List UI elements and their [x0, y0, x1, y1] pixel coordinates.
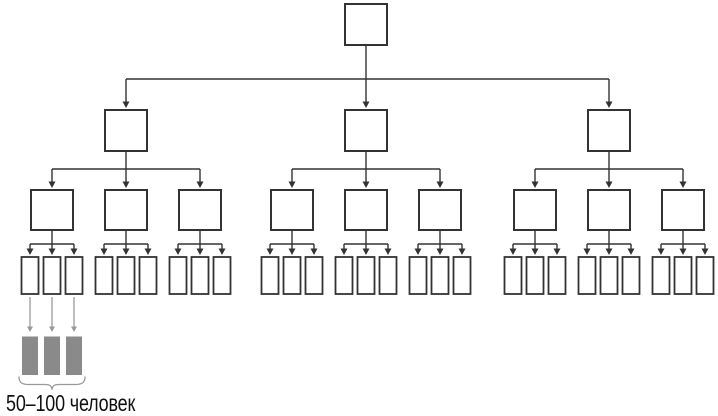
unit-box-level-4	[525, 256, 545, 295]
unit-box-level-4	[94, 256, 114, 295]
unit-box-level-3	[270, 189, 314, 231]
arrowhead-down	[362, 101, 370, 108]
arrowhead-down	[362, 248, 370, 255]
brace	[18, 376, 86, 390]
unit-box-level-4	[695, 256, 715, 295]
unit-box-level-4	[64, 256, 84, 295]
arrowhead-down	[174, 248, 182, 255]
arrowhead-down	[605, 248, 613, 255]
arrowhead-down	[218, 248, 226, 255]
unit-box-level-4	[430, 256, 450, 295]
arrowhead-down	[458, 248, 466, 255]
arrowhead-down	[553, 248, 561, 255]
arrowhead-down	[288, 248, 296, 255]
arrowhead-down	[26, 248, 34, 255]
arrowhead-down	[436, 181, 444, 188]
unit-box-level-3	[661, 189, 705, 231]
unit-box-level-4	[138, 256, 158, 295]
arrowhead-down	[122, 101, 130, 108]
arrowhead-down	[583, 248, 591, 255]
group-size-label: 50–100 человек	[6, 390, 136, 416]
unit-box-level-4	[334, 256, 354, 295]
unit-box-level-4	[42, 256, 62, 295]
arrowhead-down	[122, 248, 130, 255]
arrowhead-down	[266, 248, 274, 255]
unit-box-level-4	[577, 256, 597, 295]
arrowhead-down	[340, 248, 348, 255]
arrowhead-down	[362, 181, 370, 188]
unit-box-level-4	[452, 256, 472, 295]
unit-box-level-4	[503, 256, 523, 295]
arrowhead-down	[414, 248, 422, 255]
unit-box-level-3	[587, 189, 631, 231]
highlighted-group-box	[44, 336, 60, 375]
unit-box-level-4	[621, 256, 641, 295]
arrowhead-down	[288, 181, 296, 188]
unit-box-level-4	[260, 256, 280, 295]
highlighted-group-box	[22, 336, 38, 375]
unit-box-level-3	[344, 189, 388, 231]
zoom-arrowhead-down	[27, 326, 33, 332]
unit-box-level-4	[408, 256, 428, 295]
arrowhead-down	[679, 181, 687, 188]
arrowhead-down	[627, 248, 635, 255]
unit-box-level-2	[587, 109, 631, 152]
unit-boxes	[20, 3, 715, 295]
unit-box-level-4	[673, 256, 693, 295]
arrowhead-down	[531, 248, 539, 255]
arrowhead-down	[701, 248, 709, 255]
arrowhead-down	[605, 101, 613, 108]
arrowhead-down	[100, 248, 108, 255]
arrowhead-down	[48, 181, 56, 188]
arrowhead-down	[196, 181, 204, 188]
unit-box-level-4	[190, 256, 210, 295]
unit-box-level-4	[304, 256, 324, 295]
arrowhead-down	[679, 248, 687, 255]
arrowhead-down	[310, 248, 318, 255]
zoom-arrowhead-down	[49, 326, 55, 332]
zoom-annotation	[18, 297, 86, 390]
arrowhead-down	[436, 248, 444, 255]
zoom-arrowhead-down	[71, 326, 77, 332]
arrowhead-down	[122, 181, 130, 188]
unit-box-level-4	[168, 256, 188, 295]
unit-box-level-2	[104, 109, 148, 152]
unit-box-level-4	[212, 256, 232, 295]
unit-box-level-4	[282, 256, 302, 295]
unit-box-level-3	[418, 189, 462, 231]
unit-box-level-4	[356, 256, 376, 295]
unit-box-level-1	[344, 3, 388, 46]
unit-box-level-4	[378, 256, 398, 295]
arrowhead-down	[509, 248, 517, 255]
unit-box-level-4	[599, 256, 619, 295]
arrowhead-down	[48, 248, 56, 255]
connector-lines	[26, 45, 709, 255]
arrowhead-down	[384, 248, 392, 255]
unit-box-level-4	[651, 256, 671, 295]
unit-box-level-4	[20, 256, 40, 295]
highlighted-group-box	[66, 336, 82, 375]
arrowhead-down	[196, 248, 204, 255]
arrowhead-down	[605, 181, 613, 188]
arrowhead-down	[70, 248, 78, 255]
unit-box-level-4	[116, 256, 136, 295]
unit-box-level-3	[178, 189, 222, 231]
unit-box-level-4	[547, 256, 567, 295]
unit-box-level-3	[104, 189, 148, 231]
arrowhead-down	[531, 181, 539, 188]
arrowhead-down	[144, 248, 152, 255]
unit-box-level-2	[344, 109, 388, 152]
unit-box-level-3	[30, 189, 74, 231]
arrowhead-down	[657, 248, 665, 255]
unit-box-level-3	[513, 189, 557, 231]
